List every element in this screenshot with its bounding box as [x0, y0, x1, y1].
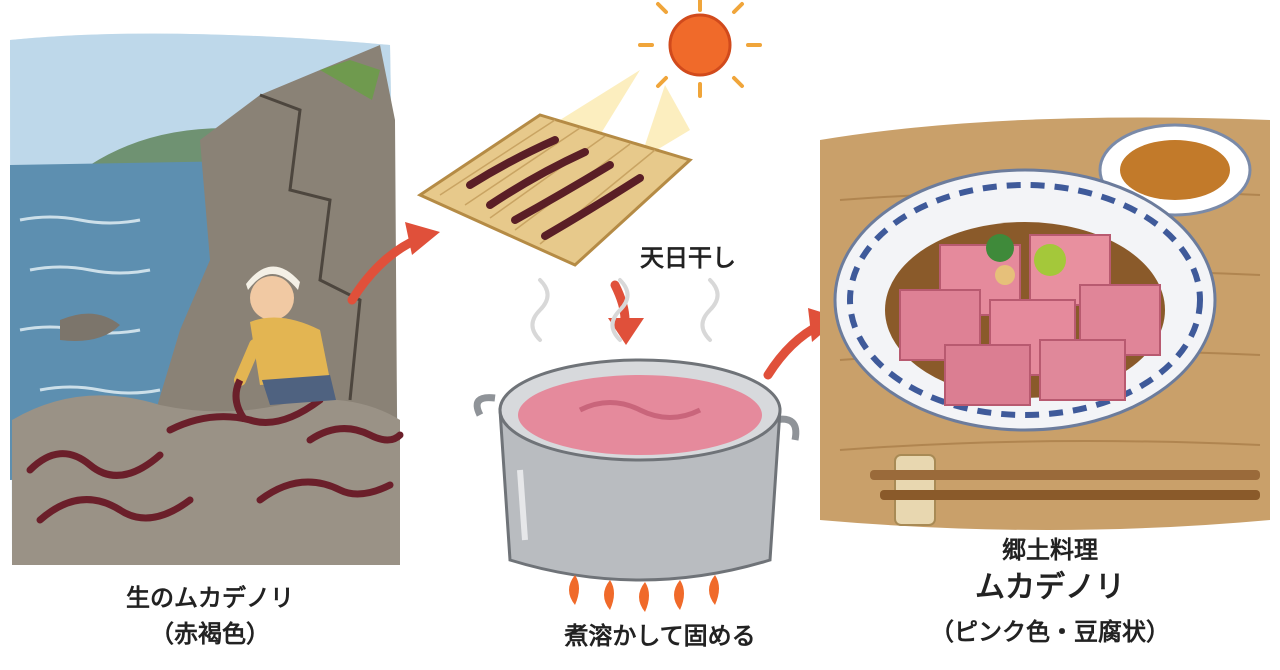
arrow-head-icon [608, 318, 644, 345]
jelly-liquid [518, 375, 762, 455]
foreground-rocks [12, 395, 400, 565]
dish-label-category: 郷土料理 [1002, 536, 1098, 564]
dish-scene [820, 117, 1270, 530]
jelly-cubes [899, 234, 1161, 406]
arrow-head-icon [405, 222, 440, 255]
sun-dry-label: 天日干し [640, 244, 736, 272]
gatherer-figure [232, 266, 336, 423]
wasabi-garnish [1034, 244, 1066, 276]
drying-seaweed [466, 136, 644, 240]
coast-scene [10, 33, 404, 566]
sun-icon [560, 0, 762, 160]
ginger-garnish [995, 265, 1015, 285]
raw-label-title: 生のムカデノリ [126, 584, 294, 612]
dish-label-description: （ピンク色・豆腐状） [930, 618, 1170, 646]
pot-icon [473, 278, 800, 612]
flame-icon [569, 575, 719, 612]
arrow-icon [610, 280, 630, 325]
steam-icon [530, 278, 720, 342]
chopsticks-icon [870, 454, 1260, 526]
green-onion-garnish [986, 234, 1014, 262]
sauce-dish-icon [1098, 123, 1252, 217]
boil-label: 煮溶かして固める [564, 622, 756, 650]
raw-label-color: （赤褐色） [150, 620, 270, 648]
bamboo-tray-icon [416, 113, 693, 267]
dish-label-name: ムカデノリ [975, 570, 1125, 605]
seaweed-clumps [26, 396, 404, 524]
